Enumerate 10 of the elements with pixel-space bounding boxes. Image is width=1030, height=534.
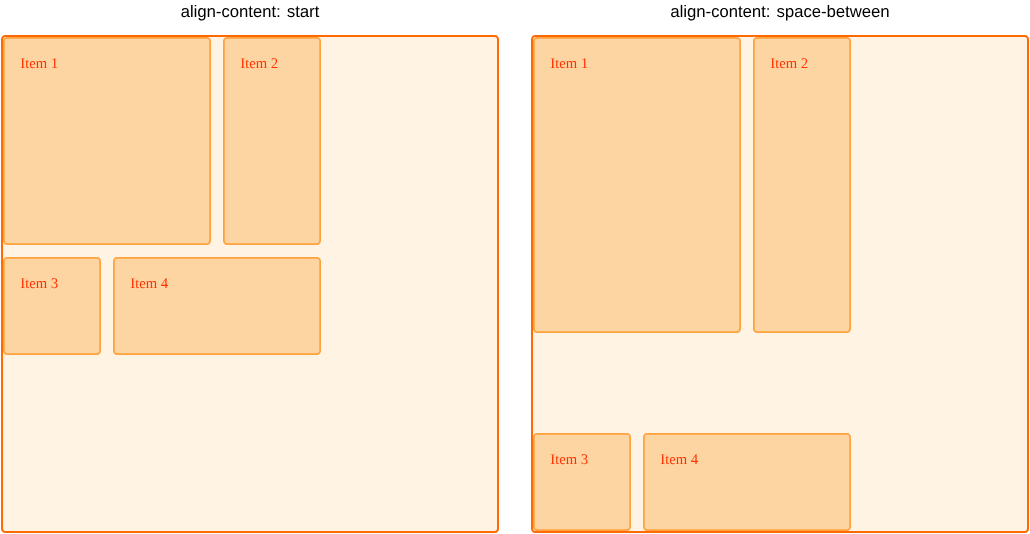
flex-item: Item 1 — [533, 37, 741, 333]
flex-item: Item 2 — [753, 37, 851, 333]
heading: align-content: start — [181, 4, 320, 21]
flex-item: Item 4 — [113, 257, 321, 355]
heading: align-content: space-between — [671, 4, 889, 21]
flex-item: Item 2 — [223, 37, 321, 245]
flex-item: Item 1 — [3, 37, 211, 245]
flex-item: Item 4 — [643, 433, 851, 531]
flex-item: Item 3 — [3, 257, 101, 355]
flex-item: Item 3 — [533, 433, 631, 531]
